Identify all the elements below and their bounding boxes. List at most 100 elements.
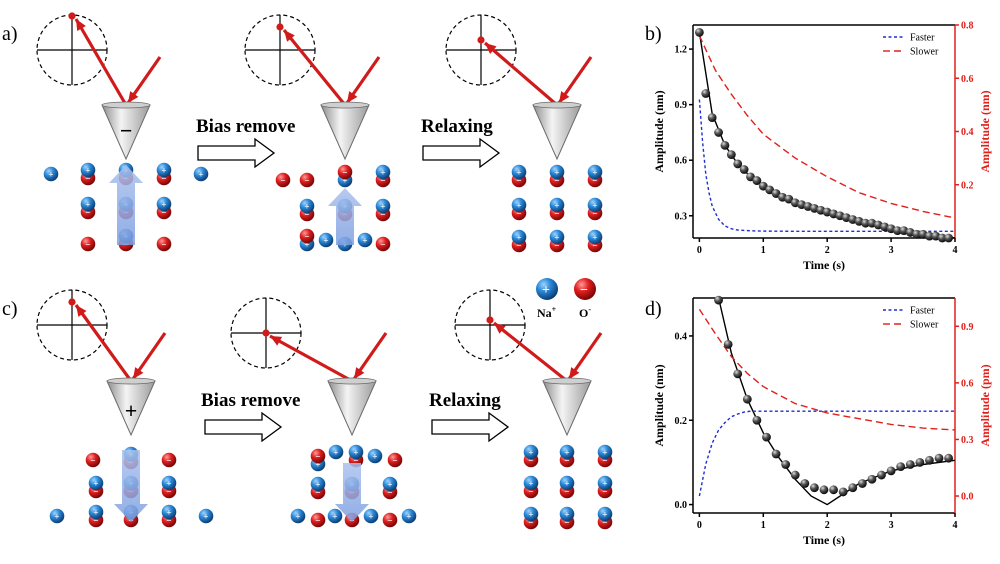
bias-remove-label-c: Bias remove <box>201 390 300 411</box>
cation-na <box>523 506 539 522</box>
incident-beam-a1-head <box>128 91 139 103</box>
anion-o-sign: − <box>554 175 559 185</box>
cation-na-sign: + <box>166 507 171 517</box>
cation-na-sign: + <box>602 478 607 488</box>
afm-tip-top-a2 <box>320 101 370 109</box>
data-point-d <box>733 369 743 379</box>
fit-curve-b <box>698 32 956 239</box>
y-right-tick-label-d: 0.3 <box>961 435 974 446</box>
anion-o-sign: − <box>592 175 597 185</box>
y-right-tick-label-b: 0.6 <box>961 74 974 85</box>
data-point-d <box>848 483 858 493</box>
y-left-tick-label-d: 0.4 <box>675 331 688 342</box>
anion-o-sign: − <box>161 173 166 183</box>
y-right-tick-label-d: 0.0 <box>961 492 974 503</box>
cation-na <box>549 229 565 245</box>
cation-na <box>49 508 65 524</box>
cation-na <box>597 506 613 522</box>
cation-na-sign: + <box>516 232 521 242</box>
anion-o-sign: − <box>528 517 533 527</box>
cation-na <box>156 196 172 212</box>
anion-o-sign: − <box>93 515 98 525</box>
legend-anion-sphere <box>574 278 596 300</box>
panel-label-a: a) <box>2 23 18 45</box>
y-axis-left-label-d: Amplitude (nm) <box>652 364 666 446</box>
incident-beam-c1-head <box>133 367 144 379</box>
cation-na-sign: + <box>380 201 385 211</box>
anion-o-sign: − <box>380 239 385 249</box>
cation-na-sign: + <box>315 479 320 489</box>
y-right-tick-label-b: 0.4 <box>961 127 974 138</box>
legend-label-b: Faster <box>910 33 935 44</box>
ion-legend: + − Na+ O- <box>536 278 596 320</box>
anion-o-sign: − <box>161 239 166 249</box>
ion-lattice-a2: −+−−+−−+−+−++−++−+ <box>275 164 391 252</box>
anion-o-sign: − <box>387 487 392 497</box>
data-point-b <box>944 233 954 243</box>
cation-na <box>156 162 172 178</box>
cation-na-sign: + <box>304 201 309 211</box>
cation-na-sign: + <box>198 169 203 179</box>
legend-label-b: Slower <box>910 47 939 58</box>
cation-na-sign: + <box>85 165 90 175</box>
cation-na-sign: + <box>592 232 597 242</box>
anion-o-sign: − <box>315 515 320 525</box>
x-tick-label-b: 3 <box>889 245 894 256</box>
anion-o-sign: − <box>528 455 533 465</box>
reflected-beam-c3 <box>493 321 568 383</box>
cation-na-sign: + <box>166 478 171 488</box>
cation-na-sign: + <box>387 479 392 489</box>
data-point-b <box>694 28 704 37</box>
cation-na-sign: + <box>564 447 569 457</box>
afm-tip-top-a1 <box>101 101 151 109</box>
data-point-d <box>742 394 752 404</box>
data-point-d <box>944 453 954 463</box>
data-point-b <box>937 233 947 243</box>
y-left-tick-label-d: 0.2 <box>675 416 688 427</box>
x-tick-label-d: 3 <box>889 520 894 531</box>
data-point-d <box>752 415 762 425</box>
cation-na-sign: + <box>602 509 607 519</box>
bias-remove-label-a: Bias remove <box>196 116 295 137</box>
cation-na-sign: + <box>554 167 559 177</box>
slower-series-b <box>698 35 956 219</box>
reflected-beam-c1 <box>74 304 133 382</box>
reflected-beam-c2-head <box>270 336 283 346</box>
anion-o-sign: − <box>85 207 90 217</box>
cation-na-sign: + <box>353 447 358 457</box>
process-arrow-bias-remove-a: Bias remove <box>196 116 295 169</box>
panel-label-b: b) <box>645 23 662 45</box>
anion-o-sign: − <box>602 517 607 527</box>
cation-na <box>587 197 603 213</box>
anion-o-sign: − <box>353 455 358 465</box>
cation-na <box>328 444 344 460</box>
x-tick-label-d: 1 <box>761 520 766 531</box>
anion-o-sign: − <box>166 515 171 525</box>
cation-na-sign: + <box>592 200 597 210</box>
data-point-b <box>912 229 922 239</box>
cation-na-sign: + <box>295 511 300 521</box>
cation-na <box>559 475 575 491</box>
anion-o <box>156 236 172 252</box>
data-point-b <box>861 218 870 228</box>
x-tick-label-d: 4 <box>953 520 958 531</box>
schematics: −+−+−+−++−+−+−+−−+−−+−−+−−+−+−++−++−+−+−… <box>36 12 613 530</box>
anion-o <box>382 512 398 528</box>
anion-o-sign: − <box>564 517 569 527</box>
afm-tip-top-a3 <box>532 101 582 109</box>
reflected-beam-c2 <box>269 334 353 383</box>
y-axis-left-label-b: Amplitude (nm) <box>652 90 666 172</box>
y-axis-right-label-d: Amplitude (pm) <box>978 364 992 446</box>
data-point-b <box>752 176 762 185</box>
cation-na-sign: + <box>54 511 59 521</box>
incident-beam-a3-head <box>559 91 570 103</box>
anion-o-sign: − <box>528 486 533 496</box>
anion-o-sign: − <box>304 175 309 185</box>
x-tick-label-b: 4 <box>953 245 958 256</box>
data-point-d <box>886 466 896 476</box>
reflected-beam-a3 <box>483 41 559 107</box>
cation-na <box>88 504 104 520</box>
